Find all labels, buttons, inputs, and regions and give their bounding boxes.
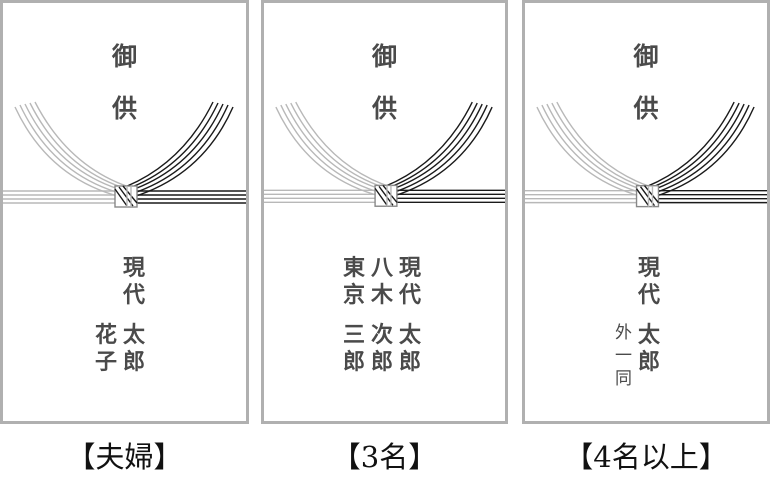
omotegaki-2: 供 — [633, 94, 659, 123]
name-char: 花 — [95, 322, 118, 348]
name-char: 代 — [123, 282, 146, 308]
envelope-couple: 御 供 現 代 太 郎 花 子 — [0, 0, 249, 424]
name-char: 子 — [95, 349, 118, 375]
omotegaki-2: 供 — [371, 94, 397, 123]
name-column: 現 代 太 郎 — [123, 255, 145, 376]
name-char: 太 — [123, 322, 146, 348]
name-column: 現 代 太 郎 — [399, 255, 422, 375]
mizuhiki-cord-icon — [264, 101, 505, 207]
envelope-three-names: 御 供 現 代 太 郎 八 木 次 郎 東 京 三 郎 — [261, 0, 508, 424]
name-column: 花 子 — [95, 255, 117, 376]
name-char: 現 — [123, 255, 146, 281]
caption-three-names: 【3名】 — [331, 440, 438, 474]
omotegaki-1: 御 — [633, 42, 659, 71]
omotegaki-1: 御 — [111, 42, 137, 71]
name-column: 外 一 同 — [615, 323, 632, 389]
envelope-four-or-more: 御 供 現 代 太 郎 外 一 同 — [522, 0, 770, 424]
mizuhiki-cord-icon — [3, 101, 246, 208]
name-char: 郎 — [123, 349, 146, 375]
sender-names: 現 代 太 郎 花 子 — [95, 255, 145, 376]
omotegaki-1: 御 — [371, 42, 397, 71]
caption-four-or-more: 【4名以上】 — [564, 440, 728, 474]
sender-names: 現 代 太 郎 八 木 次 郎 東 京 三 郎 — [343, 255, 421, 376]
caption-couple: 【夫婦】 — [66, 440, 183, 474]
name-column: 八 木 次 郎 — [371, 255, 394, 375]
sender-names: 現 代 太 郎 外 一 同 — [615, 255, 660, 391]
name-column: 現 代 太 郎 — [638, 255, 661, 375]
omotegaki-2: 供 — [111, 94, 137, 123]
name-column: 東 京 三 郎 — [343, 255, 366, 375]
mizuhiki-cord-icon — [525, 101, 767, 208]
